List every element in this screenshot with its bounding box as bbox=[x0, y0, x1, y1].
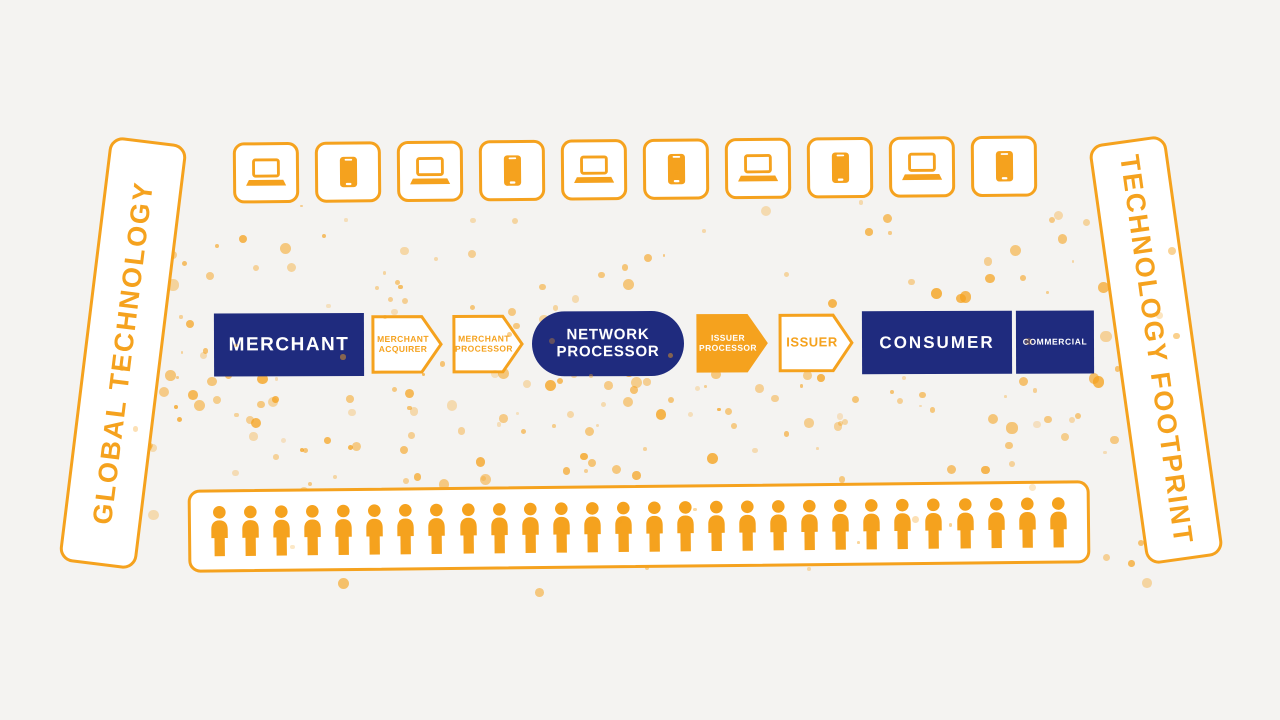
laptop-icon bbox=[573, 154, 615, 186]
arrow-shape-icon bbox=[695, 312, 769, 375]
phone-icon bbox=[502, 154, 521, 187]
person-icon bbox=[861, 497, 883, 551]
laptop-device-tile bbox=[888, 136, 956, 198]
person-icon bbox=[271, 503, 293, 557]
merchant-label: MERCHANT bbox=[228, 333, 350, 356]
person-icon bbox=[737, 498, 759, 552]
phone-device-tile bbox=[970, 135, 1038, 198]
person-icon bbox=[768, 498, 790, 552]
arrow-shape-icon bbox=[370, 313, 444, 376]
person-icon bbox=[209, 504, 231, 558]
phone-device-tile bbox=[642, 138, 710, 200]
person-icon bbox=[830, 497, 852, 551]
consumer-node: CONSUMER bbox=[861, 310, 1013, 375]
phone-icon bbox=[338, 155, 357, 188]
person-icon bbox=[675, 499, 697, 553]
laptop-icon bbox=[901, 151, 943, 183]
arrow-shape-icon bbox=[451, 312, 525, 375]
person-icon bbox=[550, 500, 572, 554]
person-icon bbox=[364, 502, 386, 556]
network-processor-label: NETWORK PROCESSOR bbox=[556, 325, 660, 360]
phone-icon bbox=[666, 153, 685, 186]
person-icon bbox=[457, 501, 479, 555]
person-icon bbox=[954, 496, 976, 550]
person-icon bbox=[488, 501, 510, 555]
consumer-label: CONSUMER bbox=[879, 332, 995, 353]
device-tile-row bbox=[232, 135, 1038, 204]
issuer-label: ISSUER bbox=[786, 334, 838, 350]
person-icon bbox=[644, 499, 666, 553]
laptop-icon bbox=[409, 155, 451, 187]
merchant-acquirer-label: MERCHANT ACQUIRER bbox=[377, 333, 429, 354]
person-icon bbox=[519, 501, 541, 555]
merchant-node: MERCHANT bbox=[213, 313, 365, 377]
phone-device-tile bbox=[806, 136, 874, 199]
merchant-processor-node: MERCHANT PROCESSOR bbox=[451, 312, 525, 375]
person-icon bbox=[426, 502, 448, 556]
person-icon bbox=[985, 496, 1007, 550]
laptop-icon bbox=[737, 152, 779, 184]
person-icon bbox=[581, 500, 603, 554]
commercial-label: COMMERCIAL bbox=[1022, 336, 1088, 347]
issuer-node: ISSUER bbox=[777, 311, 855, 374]
phone-device-tile bbox=[478, 139, 546, 202]
global-technology-label: GLOBAL TECHNOLOGY bbox=[86, 179, 159, 527]
issuer-processor-label: ISSUER PROCESSOR bbox=[699, 332, 757, 353]
laptop-device-tile bbox=[724, 137, 792, 200]
person-icon bbox=[302, 503, 324, 557]
commercial-node: COMMERCIAL bbox=[1015, 310, 1095, 374]
laptop-device-tile bbox=[560, 139, 628, 201]
merchant-acquirer-node: MERCHANT ACQUIRER bbox=[370, 313, 444, 376]
laptop-device-tile bbox=[396, 140, 464, 203]
phone-device-tile bbox=[314, 141, 382, 203]
person-icon bbox=[706, 499, 728, 553]
global-technology-panel: GLOBAL TECHNOLOGY bbox=[58, 135, 188, 571]
phone-icon bbox=[994, 150, 1013, 183]
person-icon bbox=[613, 500, 635, 554]
technology-footprint-panel: TECHNOLOGY FOOTPRINT bbox=[1087, 134, 1225, 566]
laptop-device-tile bbox=[232, 141, 300, 204]
person-icon bbox=[923, 496, 945, 550]
laptop-icon bbox=[245, 157, 287, 189]
payment-flow-row: MERCHANT MERCHANT ACQUIRER MERCHANT PROC… bbox=[213, 310, 1095, 377]
consumer-people-band bbox=[187, 480, 1091, 573]
network-processor-node: NETWORK PROCESSOR bbox=[531, 310, 685, 377]
person-icon bbox=[395, 502, 417, 556]
person-icon bbox=[799, 498, 821, 552]
phone-icon bbox=[830, 151, 849, 184]
person-icon bbox=[1016, 495, 1038, 549]
person-icon bbox=[240, 503, 262, 557]
person-icon bbox=[892, 497, 914, 551]
person-icon bbox=[333, 502, 355, 556]
technology-footprint-label: TECHNOLOGY FOOTPRINT bbox=[1114, 152, 1199, 547]
issuer-processor-node: ISSUER PROCESSOR bbox=[695, 312, 769, 375]
person-icon bbox=[1047, 495, 1069, 549]
merchant-processor-label: MERCHANT PROCESSOR bbox=[455, 333, 513, 354]
